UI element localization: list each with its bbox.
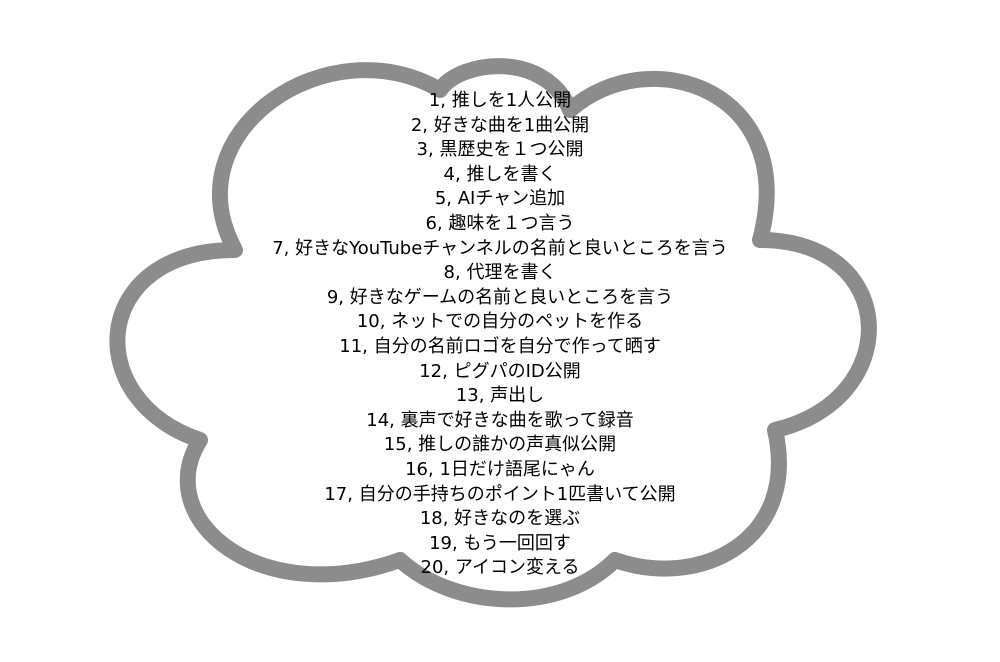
list-item: 17, 自分の手持ちのポイント1匹書いて公開 [324, 483, 676, 505]
list-item: 9, 好きなゲームの名前と良いところを言う [326, 286, 674, 308]
cloud-outline [109, 58, 877, 608]
list-item: 1, 推しを1人公開 [428, 90, 572, 111]
list-item: 5, AIチャン追加 [434, 188, 566, 210]
list-item: 15, 推しの誰かの声真似公開 [383, 434, 617, 456]
list-item: 13, 声出し [455, 385, 545, 407]
list-item: 12, ピグパのID公開 [419, 360, 581, 382]
list-item: 10, ネットでの自分のペットを作る [356, 311, 644, 333]
list-item: 4, 推しを書く [443, 163, 557, 185]
list-item: 19, もう一回回す [429, 532, 571, 554]
list-item: 16, 1日だけ語尾にゃん [405, 458, 595, 480]
list-item: 14, 裏声で好きな曲を歌って録音 [366, 409, 634, 431]
list-item: 3, 黒歴史を１つ公開 [416, 139, 584, 161]
list-item: 7, 好きなYouTubeチャンネルの名前と良いところを言う [272, 237, 728, 259]
list-item: 8, 代理を書く [443, 262, 557, 284]
list-item: 6, 趣味を１つ言う [425, 212, 575, 234]
list-item: 20, アイコン変える [420, 557, 580, 579]
list-item: 18, 好きなのを選ぶ [419, 508, 581, 530]
list-item: 11, 自分の名前ロゴを自分で作って晒す [339, 335, 661, 357]
challenge-list: 1, 推しを1人公開 2, 好きな曲を1曲公開 3, 黒歴史を１つ公開 4, 推… [0, 89, 1000, 581]
list-item: 2, 好きな曲を1曲公開 [410, 114, 590, 136]
